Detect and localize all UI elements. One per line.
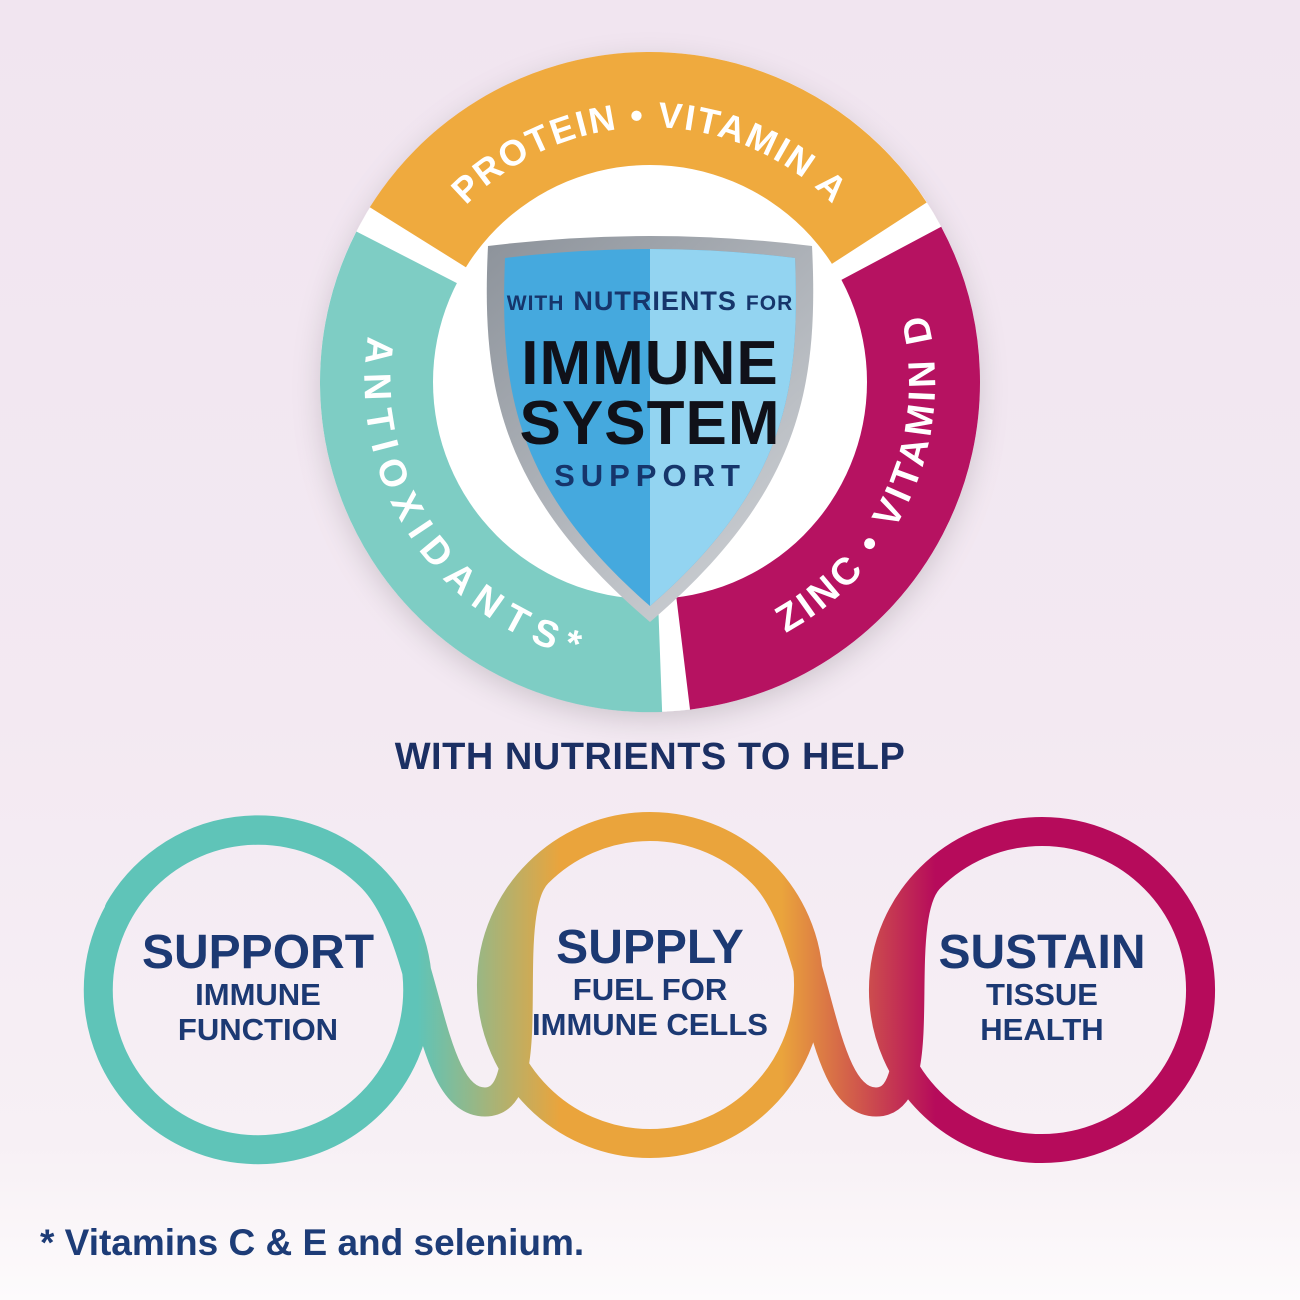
loop-label-sustain-tissue-health: SUSTAIN TISSUE HEALTH [882,928,1202,1047]
loop1-line2: IMMUNE [195,976,321,1012]
shield-front-right-half [650,249,796,606]
immune-shield: WITH NUTRIENTS FOR IMMUNE SYSTEM SUPPORT [486,236,814,622]
shield-line-with-nutrients-for: WITH NUTRIENTS FOR [507,286,793,316]
footnote: * Vitamins C & E and selenium. [40,1222,585,1263]
loop1-line3: FUNCTION [177,1011,339,1047]
loop3-line2: TISSUE [986,976,1098,1012]
shield-word-for: FOR [746,292,793,315]
loop2-title: SUPPLY [556,921,744,974]
loop3-title: SUSTAIN [938,926,1146,979]
loop-label-supply-fuel-for-immune-cells: SUPPLY FUEL FOR IMMUNE CELLS [490,923,810,1042]
shield-word-nutrients: NUTRIENTS [573,286,737,316]
loop-label-support-immune-function: SUPPORT IMMUNE FUNCTION [98,928,418,1047]
mid-heading: WITH NUTRIENTS TO HELP [394,736,906,778]
loop2-line3: IMMUNE CELLS [532,1006,768,1042]
shield-line-system: SYSTEM [520,389,781,458]
shield-line-immune: IMMUNE [521,329,778,398]
loop2-line2: FUEL FOR [572,971,728,1007]
loop3-line3: HEALTH [980,1011,1104,1047]
loop1-title: SUPPORT [141,926,375,979]
shield-line-support: SUPPORT [554,458,746,493]
ring-arc-zinc-vitamin-d [675,226,980,710]
shield-word-with: WITH [507,292,565,315]
triple-loop-ribbon [83,811,1216,1165]
ring-arc-protein-vitamin-a [369,51,927,270]
ring-arc-antioxidants [320,231,663,713]
